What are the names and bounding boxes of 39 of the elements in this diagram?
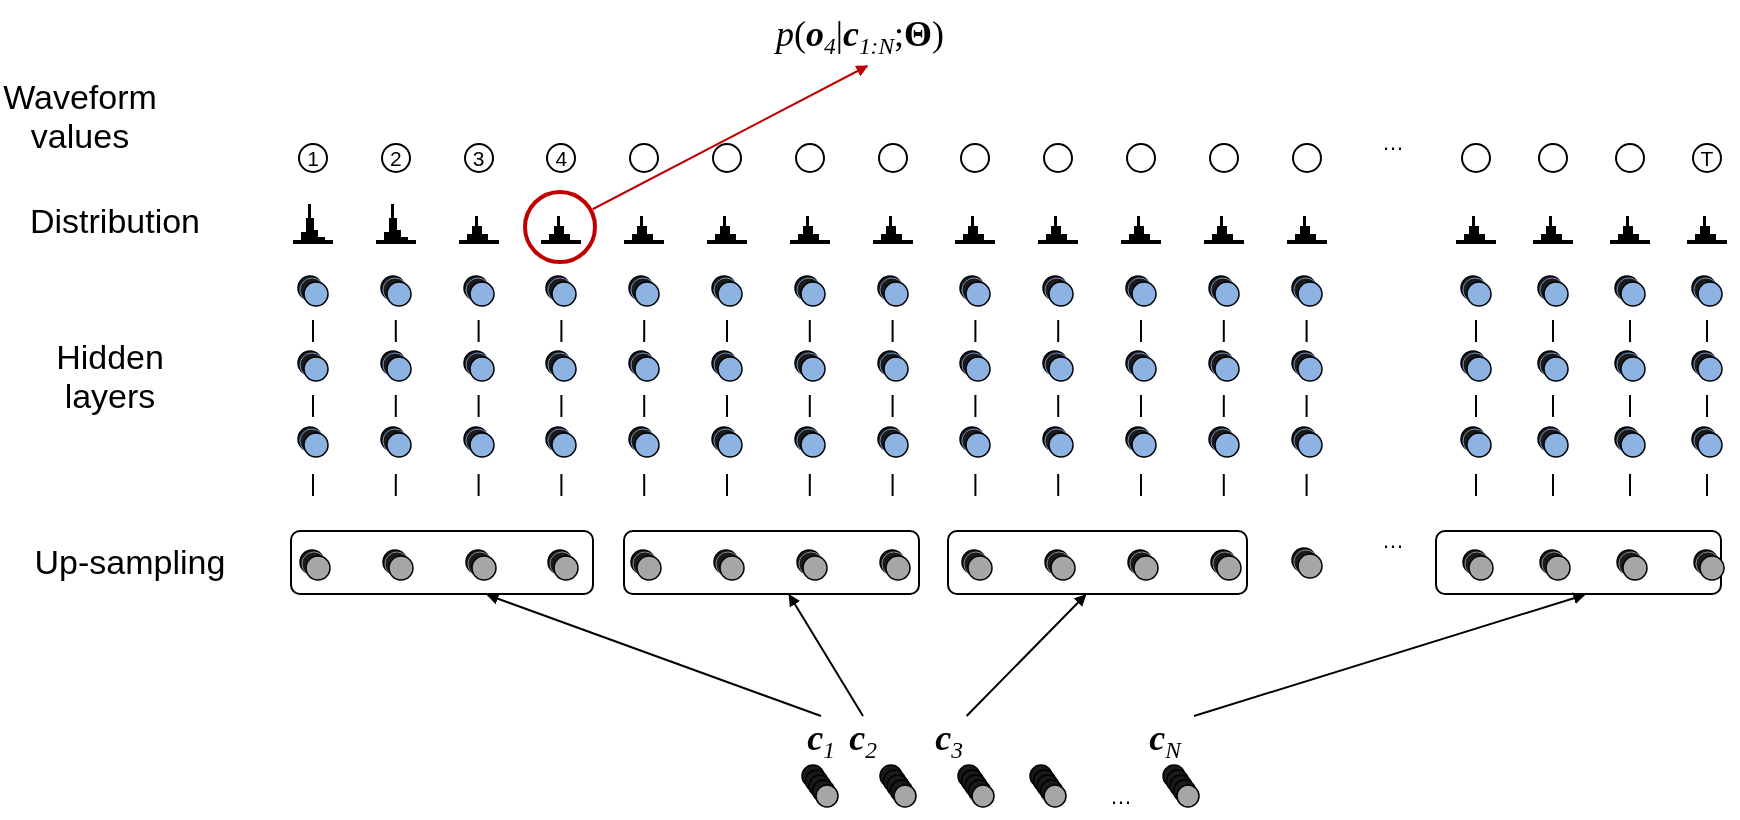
waveform-value-circle xyxy=(960,143,991,173)
upsampling-box xyxy=(623,530,920,595)
row-label: Distribution xyxy=(28,202,202,242)
waveform-value-circle xyxy=(1043,143,1074,173)
waveform-value-circle xyxy=(794,143,825,173)
ellipsis: … xyxy=(1381,130,1405,156)
upsampling-box xyxy=(1435,530,1722,595)
condition-label: c$_{2}$ xyxy=(841,716,885,760)
row-label: Up-sampling xyxy=(33,543,227,583)
condition-label: c$_{1}$ xyxy=(799,716,843,760)
waveform-value-circle xyxy=(1615,143,1645,173)
waveform-value-circle xyxy=(1461,143,1491,173)
ellipsis: … xyxy=(1109,784,1133,810)
condition-label: c$_{N}$ xyxy=(1136,716,1194,760)
waveform-value-circle: 2 xyxy=(380,143,411,173)
waveform-value-circle xyxy=(1291,143,1322,173)
condition-label: c$_{3}$ xyxy=(927,716,971,760)
waveform-value-circle xyxy=(712,143,742,173)
formula-label: p(o$_{4}$|c$_{1:N}$;Θ) xyxy=(740,12,980,66)
waveform-value-circle xyxy=(629,143,660,173)
waveform-value-circle: 1 xyxy=(298,143,328,173)
waveform-value-circle xyxy=(1208,143,1239,173)
row-label: Hidden layers xyxy=(55,338,165,417)
waveform-value-circle xyxy=(1538,143,1568,173)
arrow xyxy=(486,593,822,717)
ellipsis: … xyxy=(1381,528,1405,554)
waveform-value-circle xyxy=(877,143,908,173)
waveform-value-circle: 3 xyxy=(463,143,494,173)
upsampling-box xyxy=(290,530,594,595)
arrow xyxy=(788,594,864,717)
highlight-circle xyxy=(523,190,597,264)
waveform-value-circle: 4 xyxy=(546,143,577,173)
row-label: Waveform values xyxy=(2,78,158,157)
arrow xyxy=(965,594,1087,717)
arrow xyxy=(591,65,869,211)
arrow xyxy=(1193,592,1586,717)
waveform-value-circle xyxy=(1126,143,1156,173)
waveform-value-circle: T xyxy=(1692,143,1722,173)
upsampling-box xyxy=(947,530,1248,595)
